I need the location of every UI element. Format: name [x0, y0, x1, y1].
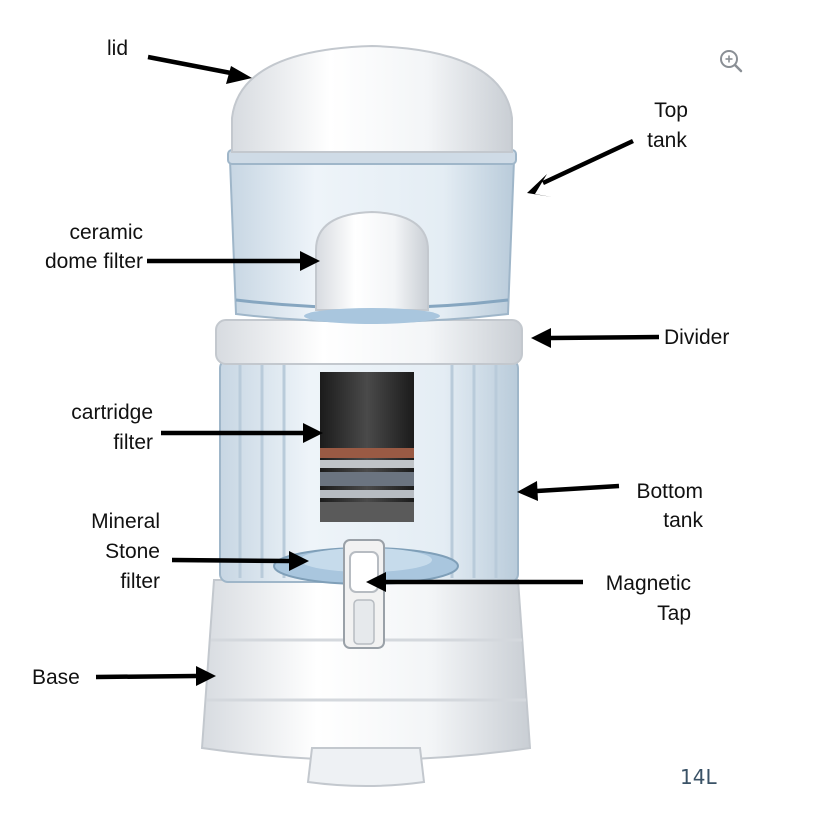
label-cartridge-line1: cartridge — [71, 401, 153, 424]
label-cartridge-line2: filter — [113, 431, 153, 454]
arrow-magnetic — [366, 572, 583, 592]
arrow-lid — [147, 54, 252, 84]
annotation-labels: lid Top tank ceramic dome filter Divider… — [32, 37, 729, 789]
label-lid: lid — [107, 37, 128, 60]
arrow-divider — [531, 328, 660, 348]
label-base: Base — [32, 666, 80, 689]
cartridge-filter-body — [320, 372, 414, 522]
arrow-bottom-tank — [517, 481, 620, 501]
arrow-cartridge — [161, 423, 323, 443]
label-magnetic-line2: Tap — [657, 602, 691, 625]
label-mineral-line2: Stone — [105, 540, 160, 563]
lid-body — [231, 44, 513, 153]
label-top-tank-line2: tank — [647, 129, 687, 152]
ceramic-dome-body — [304, 210, 440, 324]
base-unit — [200, 579, 532, 787]
arrow-top-tank — [527, 138, 634, 197]
dispenser-illustration — [200, 44, 532, 787]
divider-ring — [215, 319, 523, 365]
annotation-arrows — [95, 54, 660, 686]
magnetic-tap-body — [343, 539, 385, 649]
zoom-in-icon — [720, 50, 743, 73]
label-mineral-line1: Mineral — [91, 510, 160, 533]
label-bottom-tank-line2: tank — [663, 509, 703, 532]
label-mineral-line3: filter — [120, 570, 160, 593]
label-bottom-tank-line1: Bottom — [636, 480, 703, 503]
arrow-mineral — [171, 551, 309, 571]
arrow-base — [95, 666, 216, 686]
label-top-tank-line1: Top — [654, 99, 688, 122]
zoom-in-button[interactable] — [716, 46, 746, 76]
capacity-label: 14L — [680, 765, 717, 789]
label-ceramic-line2: dome filter — [45, 250, 143, 273]
arrow-ceramic — [147, 251, 320, 271]
label-magnetic-line1: Magnetic — [606, 572, 691, 595]
label-ceramic-line1: ceramic — [69, 221, 143, 244]
label-divider: Divider — [664, 326, 729, 349]
